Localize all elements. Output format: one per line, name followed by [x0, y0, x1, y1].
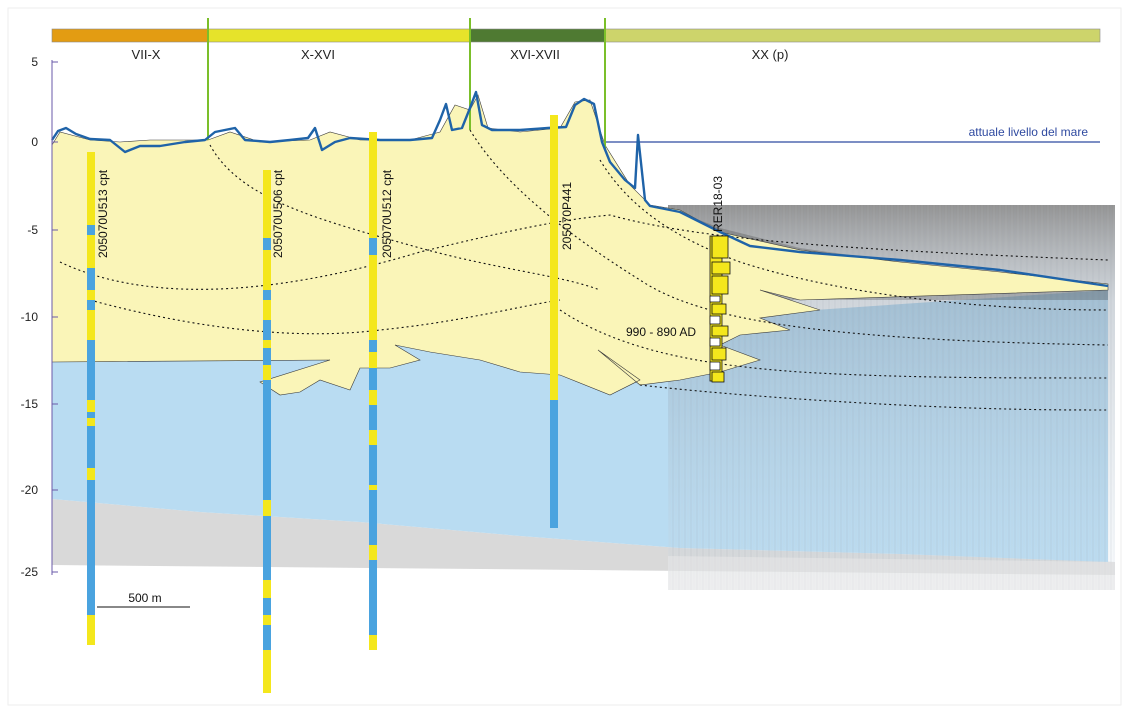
core-segment	[263, 615, 271, 625]
core-log-rer18-03	[709, 235, 731, 383]
core-segment	[263, 250, 271, 290]
figure-frame	[7, 7, 1122, 706]
core-segment	[87, 418, 95, 426]
period-dividers	[207, 18, 606, 150]
core-segment	[87, 235, 95, 268]
core-segment	[369, 340, 377, 352]
core-segment	[263, 650, 271, 693]
sea-level-label: attuale livello del mare	[969, 125, 1089, 139]
core-segment	[369, 485, 377, 490]
y-tick-label: -20	[21, 483, 39, 497]
core-segment	[369, 255, 377, 340]
core-segment	[87, 480, 95, 615]
borehole-columns	[87, 115, 558, 693]
core-segment	[369, 405, 377, 430]
core-segment	[263, 348, 271, 365]
core-segment	[263, 290, 271, 300]
core-segment	[369, 132, 377, 238]
core-segment	[87, 615, 95, 645]
core-segment	[369, 238, 377, 255]
core-segment	[369, 352, 377, 368]
period-band-xvi-xvii	[469, 28, 606, 43]
core-segment	[263, 580, 271, 598]
core-segment	[369, 560, 377, 635]
core-segment	[87, 340, 95, 362]
core-segment	[369, 390, 377, 405]
y-tick-label: -10	[21, 310, 39, 324]
core-segment	[550, 115, 558, 400]
core-segment	[263, 340, 271, 348]
borehole-column	[550, 115, 558, 528]
core-segment	[263, 598, 271, 615]
period-label-xvi-xvii: XVI-XVII	[510, 47, 560, 62]
sand-layer	[51, 94, 1109, 396]
period-label-x-xvi: X-XVI	[301, 47, 335, 62]
core-segment	[263, 380, 271, 395]
date-label: 990 - 890 AD	[626, 325, 696, 339]
core-segment	[87, 412, 95, 418]
core-segment	[87, 268, 95, 290]
core-segment	[263, 625, 271, 650]
period-label-vii-x: VII-X	[132, 47, 161, 62]
core-segment	[263, 300, 271, 320]
core-segment	[87, 426, 95, 468]
period-label-xx: XX (p)	[752, 47, 789, 62]
period-bar: VII-X X-XVI XVI-XVII XX (p)	[51, 28, 1101, 62]
borehole-label-p441: 205070P441	[560, 182, 574, 250]
core-segment	[263, 516, 271, 580]
borehole-label-u513: 205070U513 cpt	[96, 169, 110, 258]
core-segment	[87, 310, 95, 340]
core-segment	[263, 170, 271, 238]
y-tick-label: -5	[27, 223, 38, 237]
period-band-xx	[604, 28, 1101, 43]
y-tick-label: -25	[21, 565, 39, 579]
topographic-profile	[51, 90, 1109, 288]
core-segment	[87, 362, 95, 400]
borehole-label-rer18-03: RER18-03	[711, 176, 725, 232]
core-segment	[87, 300, 95, 310]
borehole-label-u512: 205070U512 cpt	[380, 169, 394, 258]
core-segment	[263, 395, 271, 500]
y-tick-label: 0	[31, 135, 38, 149]
core-segment	[87, 290, 95, 300]
core-segment	[369, 545, 377, 560]
core-segment	[263, 238, 271, 250]
y-tick-label: -15	[21, 397, 39, 411]
core-segment	[87, 225, 95, 235]
period-band-x-xvi	[207, 28, 471, 43]
period-band-vii-x	[51, 28, 209, 43]
seismic-bottom	[668, 556, 1115, 590]
borehole-label-u506: 205070U506 cpt	[271, 169, 285, 258]
core-segment	[369, 430, 377, 445]
scale-bar-label: 500 m	[128, 591, 161, 605]
core-segment	[369, 445, 377, 485]
core-segment	[369, 490, 377, 545]
core-segment	[369, 368, 377, 390]
core-segment	[87, 400, 95, 412]
y-tick-label: 5	[31, 55, 38, 69]
core-segment	[550, 400, 558, 528]
core-segment	[263, 320, 271, 340]
core-segment	[87, 468, 95, 480]
core-segment	[369, 635, 377, 650]
borehole-column	[87, 152, 95, 645]
core-segment	[87, 152, 95, 225]
borehole-column	[369, 132, 377, 650]
core-segment	[263, 500, 271, 516]
core-segment	[263, 365, 271, 380]
y-axis: 5 0 -5 -10 -15 -20 -25	[21, 55, 58, 579]
borehole-column	[263, 170, 271, 693]
